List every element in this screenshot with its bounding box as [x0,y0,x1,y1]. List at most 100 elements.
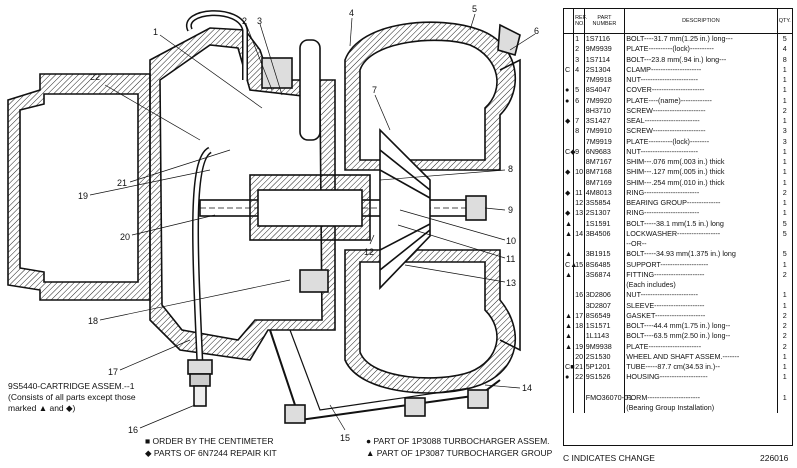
row-description: NUT------------------------ [624,146,778,157]
row-ref-no: 2 [573,44,585,55]
row-ref-no [573,403,585,414]
row-part-number: 7M9920 [584,95,626,106]
row-ref-no [573,249,585,260]
row-ref-no [573,105,585,116]
row-part-number: 2S1304 [584,64,626,75]
row-part-number: 3D2807 [584,300,626,311]
row-qty: 2 [782,331,787,341]
row-ref-no: 16 [573,290,585,301]
callout-18: 18 [88,316,98,326]
callout-14: 14 [522,383,532,393]
row-mark [564,33,575,45]
row-description: BOLT-----34.93 mm(1.375 in.) long [624,249,778,260]
row-ref-no [573,331,585,342]
row-description: SUPPORT-------------------- [624,259,778,270]
row-ref-no [573,239,585,250]
row-part-number: 2S1530 [584,351,626,362]
row-part-number: 5P1201 [584,362,626,373]
row-qty [777,280,792,290]
cartridge-assembly-note: 9S5440-CARTRIDGE ASSEM.--1 (Consists of … [8,381,136,414]
turbocharger-cutaway-drawing: 1 2 3 4 5 6 7 8 9 10 11 12 13 14 15 16 1… [7,4,539,443]
row-description: NUT------------------------ [624,290,778,301]
callout-2: 2 [242,16,247,26]
row-description: COVER---------------------- [624,85,778,96]
row-description: TUBE-----87.7 cm(34.53 in.)-- [624,362,778,373]
row-ref-no: 15 [573,259,585,270]
row-qty: 1 [782,177,787,187]
row-description: FITTING--------------------- [624,269,778,280]
row-description: BOLT-----38.1 mm(1.5 in.) long [624,218,778,229]
legend-turbo-group: ▲ PART OF 1P3087 TURBOCHARGER GROUP [366,448,553,458]
row-ref-no: 21 [573,362,585,373]
row-ref-no: 8 [573,126,585,137]
row-qty: 1 [782,372,787,382]
row-mark: ◆ [564,167,575,178]
row-qty: 1 [782,362,787,372]
row-ref-no: 19 [573,341,585,352]
table-row [564,382,792,393]
row-ref-no: 3 [573,54,585,65]
callout-4: 4 [349,8,354,18]
callout-15: 15 [340,433,350,443]
table-row: (Each includes) [564,280,792,291]
row-mark: ● [564,372,575,383]
row-part-number [584,403,626,414]
row-qty: 1 [782,259,787,269]
row-qty: 2 [782,105,787,115]
row-description: SEAL----------------------- [624,116,778,127]
row-mark: ◆ [564,116,575,127]
table-row: --OR-- [564,239,792,250]
row-mark: ▲ [564,310,575,321]
row-part-number: 3D2806 [584,290,626,301]
row-description: PLATE----------(lock)-------- [624,136,778,147]
row-mark: ● [564,85,575,96]
row-qty: 1 [782,75,787,85]
row-ref-no: 4 [573,64,585,75]
row-mark: ● [564,95,575,106]
row-qty: 2 [782,269,787,279]
callout-6: 6 [534,26,539,36]
row-mark [564,280,575,291]
row-qty: 1 [782,290,787,300]
row-ref-no: 12 [573,198,585,209]
row-description: (Bearing Group Installation) [624,403,778,414]
row-qty: 4 [782,44,787,54]
row-mark: ◆ [564,208,575,219]
row-qty [777,239,792,249]
callout-7: 7 [372,85,377,95]
row-part-number: 9M9938 [584,341,626,352]
compressor-inlet [7,73,151,301]
row-qty: 1 [782,198,787,208]
row-description: (Each includes) [624,280,778,291]
row-mark [564,198,575,209]
callout-5: 5 [472,4,477,14]
row-description: BOLT----44.4 mm(1.75 in.) long-- [624,321,778,332]
row-part-number: 1S7116 [584,33,626,45]
row-mark: ▲ [564,321,575,332]
row-part-number: 8H3710 [584,105,626,116]
row-qty [777,383,792,393]
row-ref-no [573,75,585,86]
callout-3: 3 [257,16,262,26]
row-qty: 8 [782,54,787,64]
row-mark: C [564,64,575,75]
row-description: RING----------------------- [624,187,778,198]
row-description: PLATE---------------------- [624,341,778,352]
